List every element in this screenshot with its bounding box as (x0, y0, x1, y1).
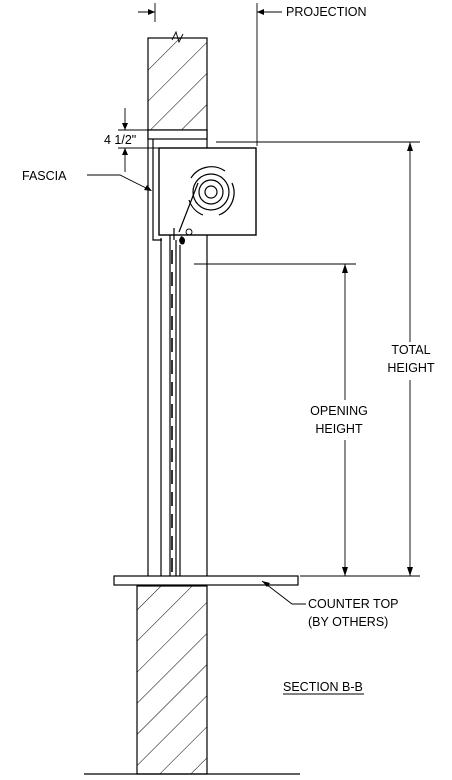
section-label: SECTION B-B (283, 680, 363, 694)
opening-height-dimension: OPENING HEIGHT (194, 263, 380, 576)
hood-box (147, 129, 257, 241)
counter-top-leader: COUNTER TOP (BY OTHERS) (261, 580, 399, 629)
fascia-leader: FASCIA (22, 169, 152, 191)
four-half-label: 4 1/2" (104, 133, 136, 147)
four-half-dimension: 4 1/2" (104, 108, 159, 172)
counter-top-label-1: COUNTER TOP (308, 597, 399, 611)
counter-top (113, 575, 299, 586)
total-height-label-1: TOTAL (391, 343, 430, 357)
coil-roller (188, 166, 235, 216)
total-height-dimension: TOTAL HEIGHT (216, 141, 439, 577)
counter-top-label-2: (BY OTHERS) (308, 615, 388, 629)
projection-dimension: PROJECTION (138, 3, 367, 146)
fascia-plate (152, 139, 162, 241)
guide-line (178, 182, 199, 233)
opening-height-label-2: HEIGHT (315, 422, 363, 436)
break-line-mark (171, 30, 184, 44)
projection-label: PROJECTION (286, 5, 367, 19)
bottom-bar (173, 228, 193, 245)
fascia-label: FASCIA (22, 169, 67, 183)
lower-wall (84, 585, 300, 775)
top-plate (147, 129, 208, 140)
opening-height-label-1: OPENING (310, 404, 368, 418)
section-title: SECTION B-B (283, 680, 364, 695)
upper-wall (147, 30, 208, 131)
total-height-label-2: HEIGHT (387, 361, 435, 375)
